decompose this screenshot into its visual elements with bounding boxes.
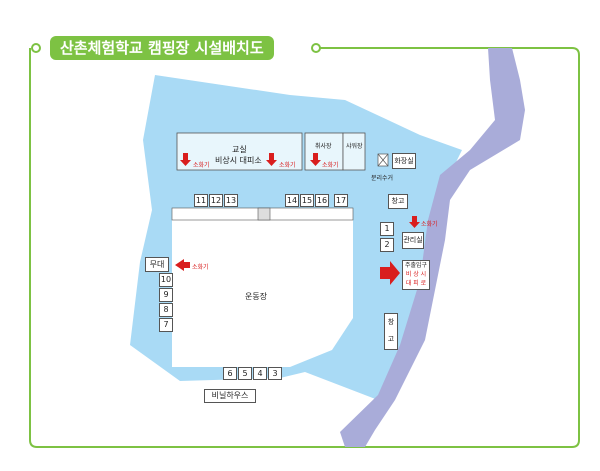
cooking-building bbox=[304, 132, 344, 171]
river bbox=[340, 48, 525, 447]
frame-end-right bbox=[311, 43, 321, 53]
extinguisher-label: 소화기 bbox=[192, 264, 209, 271]
campsite: 4 bbox=[253, 367, 267, 380]
campsite: 5 bbox=[238, 367, 252, 380]
campsite: 12 bbox=[209, 194, 223, 207]
entrance-evac-label: 비 상 시 bbox=[405, 271, 427, 278]
main-entrance: 주출입구 비 상 시 대 피 로 bbox=[402, 260, 430, 290]
stage-label: 무대 bbox=[149, 260, 165, 269]
campsite: 9 bbox=[159, 288, 173, 302]
cooking-label: 취사장 bbox=[315, 143, 332, 150]
campsite: 17 bbox=[334, 194, 348, 207]
evacuation-arrow-icon bbox=[380, 261, 400, 285]
campsite: 6 bbox=[223, 367, 237, 380]
greenhouse-label: 비닐하우스 bbox=[211, 391, 249, 400]
gate-icon bbox=[257, 207, 271, 221]
campsite: 7 bbox=[159, 318, 173, 332]
classroom-building bbox=[176, 132, 303, 171]
classroom-evac-label: 비상시 대피소 bbox=[215, 156, 262, 165]
campsite: 1 bbox=[380, 222, 394, 236]
campsite: 3 bbox=[268, 367, 282, 380]
entrance-evac-label-2: 대 피 로 bbox=[405, 280, 427, 287]
campsite: 2 bbox=[380, 238, 394, 252]
map-title: 산촌체험학교 캠핑장 시설배치도 bbox=[50, 36, 274, 60]
office-building: 관리실 bbox=[402, 232, 424, 249]
map-frame bbox=[29, 47, 580, 448]
extinguisher-arrow-1 bbox=[180, 153, 191, 166]
office-label: 관리실 bbox=[403, 236, 423, 244]
storage-building-right: 창 고 bbox=[384, 313, 398, 350]
shower-building bbox=[342, 132, 366, 171]
campsite: 14 bbox=[285, 194, 299, 207]
campsite: 10 bbox=[159, 273, 173, 287]
toilet-label: 화장실 bbox=[394, 157, 414, 165]
storage-label: 창고 bbox=[391, 197, 405, 205]
field-label: 운동장 bbox=[245, 292, 268, 301]
recycling-label: 분리수거 bbox=[371, 175, 394, 182]
extinguisher-arrow-5 bbox=[175, 259, 190, 271]
campsite: 8 bbox=[159, 303, 173, 317]
storage-building-top: 창고 bbox=[388, 194, 408, 209]
playground bbox=[172, 220, 353, 367]
shower-label: 샤워장 bbox=[346, 143, 363, 150]
stage-building: 무대 bbox=[145, 257, 169, 272]
storage-right-label-1: 창 bbox=[387, 318, 395, 326]
campsite: 15 bbox=[300, 194, 314, 207]
campsite: 11 bbox=[194, 194, 208, 207]
campsite: 16 bbox=[315, 194, 329, 207]
extinguisher-arrow-4 bbox=[409, 216, 420, 228]
entrance-label: 주출입구 bbox=[404, 262, 428, 269]
extinguisher-label: 소화기 bbox=[322, 162, 339, 169]
storage-right-label-2: 고 bbox=[387, 335, 395, 343]
extinguisher-arrow-3 bbox=[310, 153, 321, 166]
campsite: 13 bbox=[224, 194, 238, 207]
frame-end-left bbox=[31, 43, 41, 53]
extinguisher-label: 소화기 bbox=[279, 162, 296, 169]
greenhouse-building: 비닐하우스 bbox=[204, 389, 256, 403]
toilet-building: 화장실 bbox=[392, 153, 416, 169]
classroom-label: 교실 bbox=[232, 145, 247, 154]
extinguisher-arrow-2 bbox=[266, 153, 277, 166]
extinguisher-label: 소화기 bbox=[421, 221, 438, 228]
extinguisher-label: 소화기 bbox=[193, 162, 210, 169]
